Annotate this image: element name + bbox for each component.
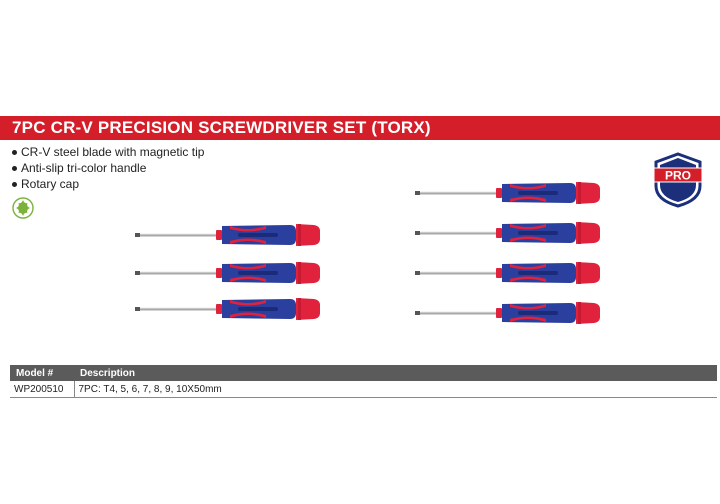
feature-item: CR-V steel blade with magnetic tip (12, 144, 204, 160)
description-cell: 7PC: T4, 5, 6, 7, 8, 9, 10X50mm (74, 381, 717, 398)
pro-badge-icon: PRO (653, 152, 703, 208)
screwdriver (135, 262, 320, 284)
screwdriver (415, 262, 600, 284)
bullet-icon (12, 182, 17, 188)
column-header-model: Model # (10, 365, 74, 381)
column-header-description: Description (74, 365, 717, 381)
feature-list: CR-V steel blade with magnetic tip Anti-… (12, 144, 204, 192)
page-title: 7PC CR-V PRECISION SCREWDRIVER SET (TORX… (12, 118, 431, 137)
screwdriver (415, 182, 600, 204)
badge-text: PRO (665, 169, 691, 183)
bullet-icon (12, 150, 17, 156)
feature-item: Rotary cap (12, 176, 204, 192)
title-banner: 7PC CR-V PRECISION SCREWDRIVER SET (TORX… (0, 116, 720, 140)
feature-item: Anti-slip tri-color handle (12, 160, 204, 176)
screwdriver (135, 298, 320, 320)
screwdriver (415, 302, 600, 324)
torx-star-icon (12, 197, 34, 219)
bullet-icon (12, 166, 17, 172)
screwdriver (135, 224, 320, 246)
table-header-row: Model # Description (10, 365, 717, 381)
spec-table: Model # Description WP200510 7PC: T4, 5,… (10, 365, 717, 398)
table-row: WP200510 7PC: T4, 5, 6, 7, 8, 9, 10X50mm (10, 381, 717, 398)
model-cell: WP200510 (10, 381, 75, 398)
screwdriver (415, 222, 600, 244)
